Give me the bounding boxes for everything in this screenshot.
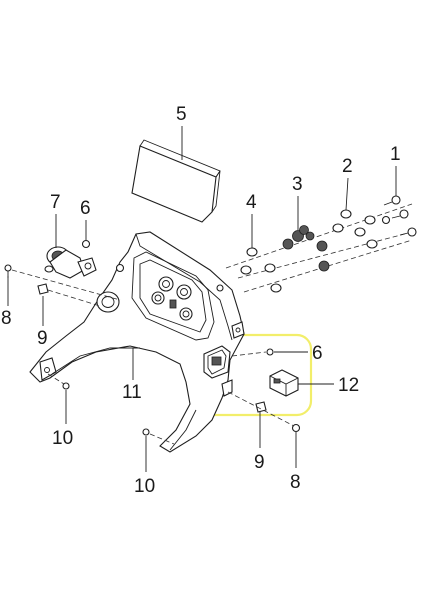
part-5-display-cover bbox=[131, 139, 221, 223]
callout-9-right: 9 bbox=[254, 452, 265, 473]
callout-10-bottom: 10 bbox=[134, 476, 155, 497]
part-12-connector bbox=[269, 369, 299, 397]
callout-4: 4 bbox=[246, 192, 257, 213]
callout-7: 7 bbox=[50, 192, 61, 213]
callout-12: 12 bbox=[338, 375, 359, 396]
callout-6-right: 6 bbox=[312, 343, 323, 364]
callout-numbers: 1 2 3 4 5 6 7 8 9 10 11 6 12 9 8 10 bbox=[1, 104, 401, 497]
callout-8-right: 8 bbox=[290, 472, 301, 493]
part-11-main-housing bbox=[29, 231, 245, 453]
fastener-stack-right bbox=[225, 195, 417, 293]
callout-6-upper: 6 bbox=[80, 198, 91, 219]
callout-1: 1 bbox=[390, 144, 401, 165]
part-7-switch-assembly bbox=[44, 246, 97, 279]
callout-2: 2 bbox=[342, 156, 353, 177]
fasteners-lower-right bbox=[142, 348, 301, 445]
callout-8-left: 8 bbox=[1, 308, 12, 329]
callout-9-left: 9 bbox=[37, 328, 48, 349]
callout-5: 5 bbox=[176, 104, 187, 125]
callout-3: 3 bbox=[292, 174, 303, 195]
callout-11: 11 bbox=[122, 382, 142, 403]
fasteners-left bbox=[4, 239, 121, 390]
callout-10-left: 10 bbox=[52, 428, 73, 449]
leader-lines bbox=[7, 126, 397, 472]
